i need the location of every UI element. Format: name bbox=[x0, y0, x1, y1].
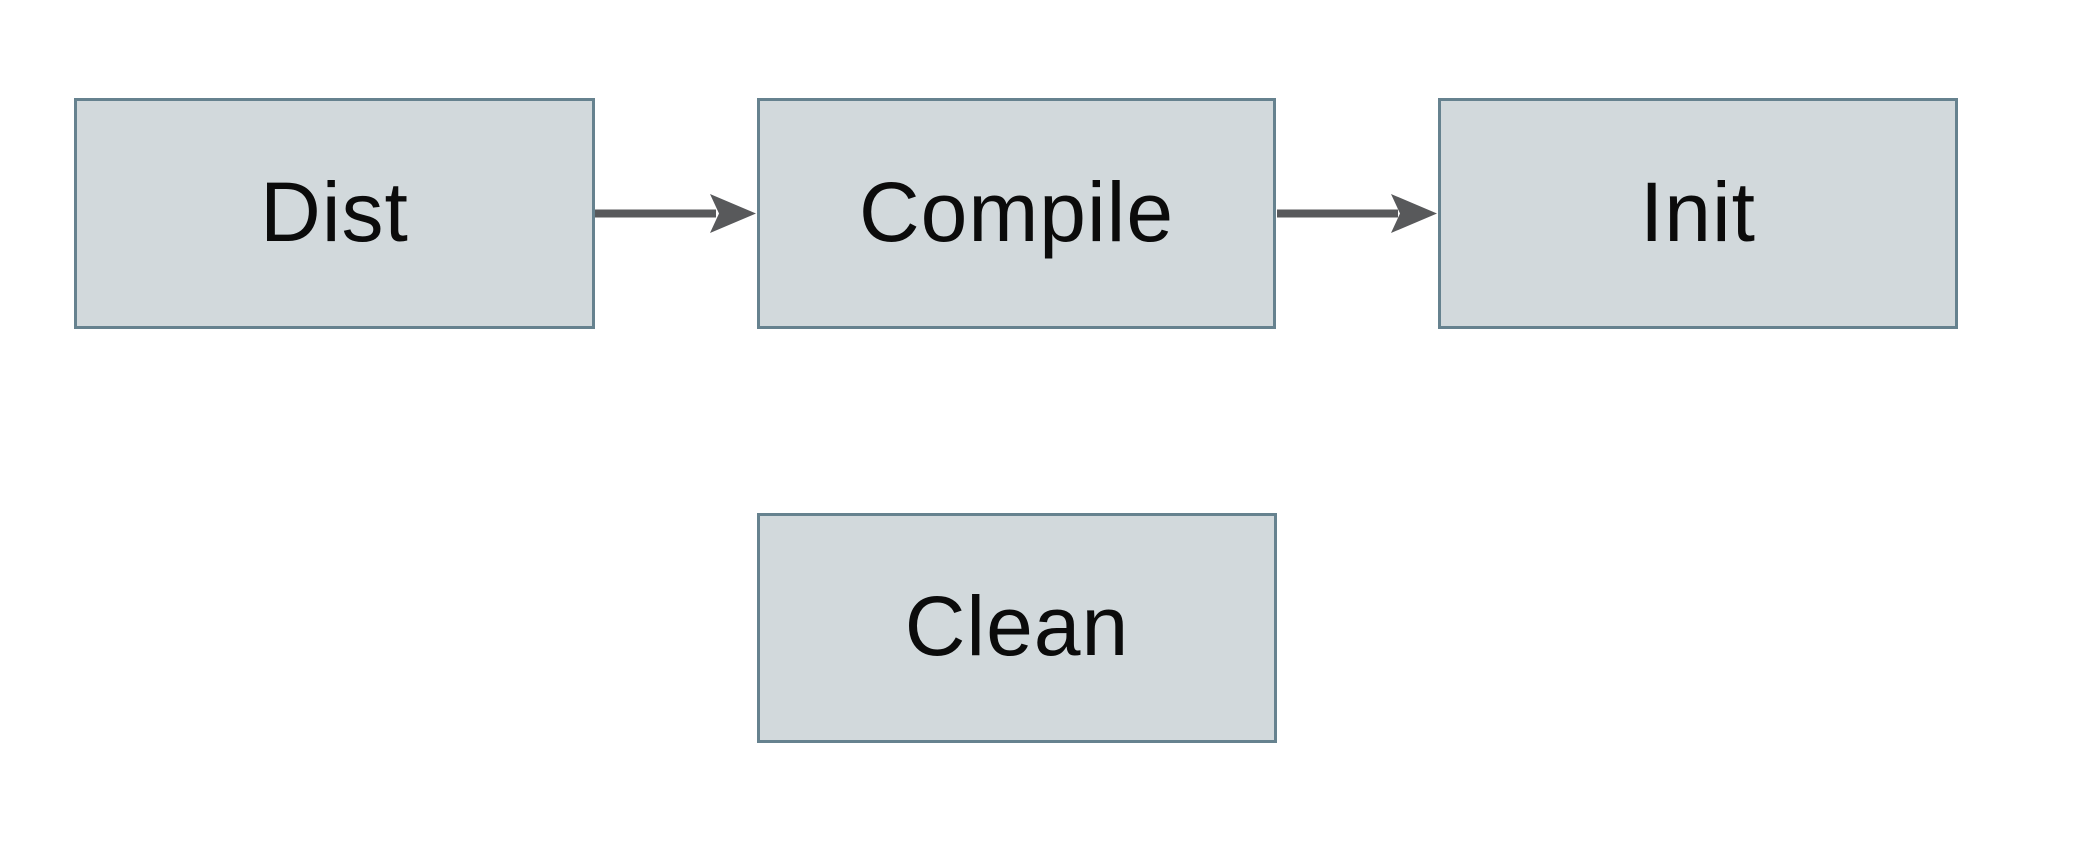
arrow-compile-to-init bbox=[1277, 194, 1437, 233]
arrowhead-icon bbox=[1391, 194, 1437, 233]
node-clean-label: Clean bbox=[904, 579, 1130, 673]
node-compile-label: Compile bbox=[858, 164, 1175, 259]
node-dist: Dist bbox=[74, 98, 595, 329]
node-compile: Compile bbox=[757, 98, 1276, 329]
arrow-dist-to-compile bbox=[595, 194, 756, 233]
node-clean: Clean bbox=[757, 513, 1277, 743]
node-dist-label: Dist bbox=[260, 164, 409, 259]
arrowhead-icon bbox=[710, 194, 756, 233]
node-init-label: Init bbox=[1639, 164, 1757, 259]
node-init: Init bbox=[1438, 98, 1958, 329]
